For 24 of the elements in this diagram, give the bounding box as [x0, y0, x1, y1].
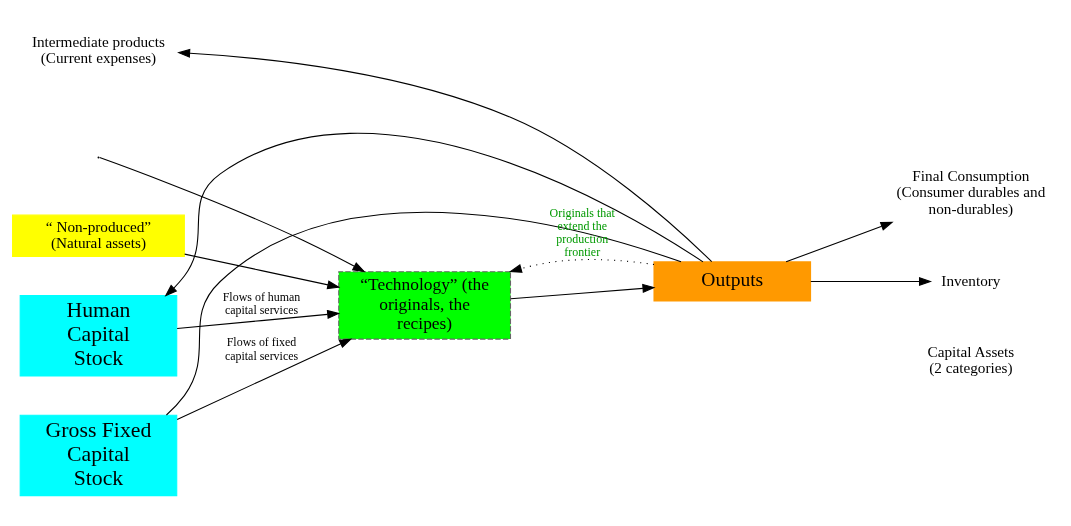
- label: (2 categories): [929, 359, 1013, 377]
- arrow: [184, 253, 341, 290]
- arrow: [164, 132, 704, 297]
- node-text: Inventory: [941, 271, 1001, 289]
- label: Capital Assets: [927, 342, 1015, 360]
- arrow: [810, 276, 933, 287]
- node-text: Intermediate products (Current expenses): [31, 32, 166, 67]
- edge-label: Originals that extend the production frontier: [549, 206, 615, 260]
- arrow: [177, 48, 713, 263]
- arrow: [508, 259, 655, 273]
- arrow: [510, 283, 656, 300]
- node-box: Outputs: [653, 261, 812, 302]
- edge-label: Flows of fixed capital services: [224, 335, 299, 363]
- arrow: [99, 157, 366, 273]
- node-box: Gross Fixed Capital Stock: [19, 414, 178, 497]
- connector: [165, 211, 682, 416]
- node-box: “ Non-produced” (Natural assets): [12, 214, 185, 258]
- node-text: Final Consumption (Consumer durables and non-durables): [896, 167, 1046, 217]
- node-box: “Technology” (the originals, the recipes): [338, 271, 512, 340]
- edge-label: Flows of human capital services: [222, 289, 301, 317]
- arrow: [785, 221, 894, 263]
- arrow: [176, 338, 353, 421]
- arrow: [176, 309, 341, 330]
- node-box: Human Capital Stock: [19, 295, 178, 377]
